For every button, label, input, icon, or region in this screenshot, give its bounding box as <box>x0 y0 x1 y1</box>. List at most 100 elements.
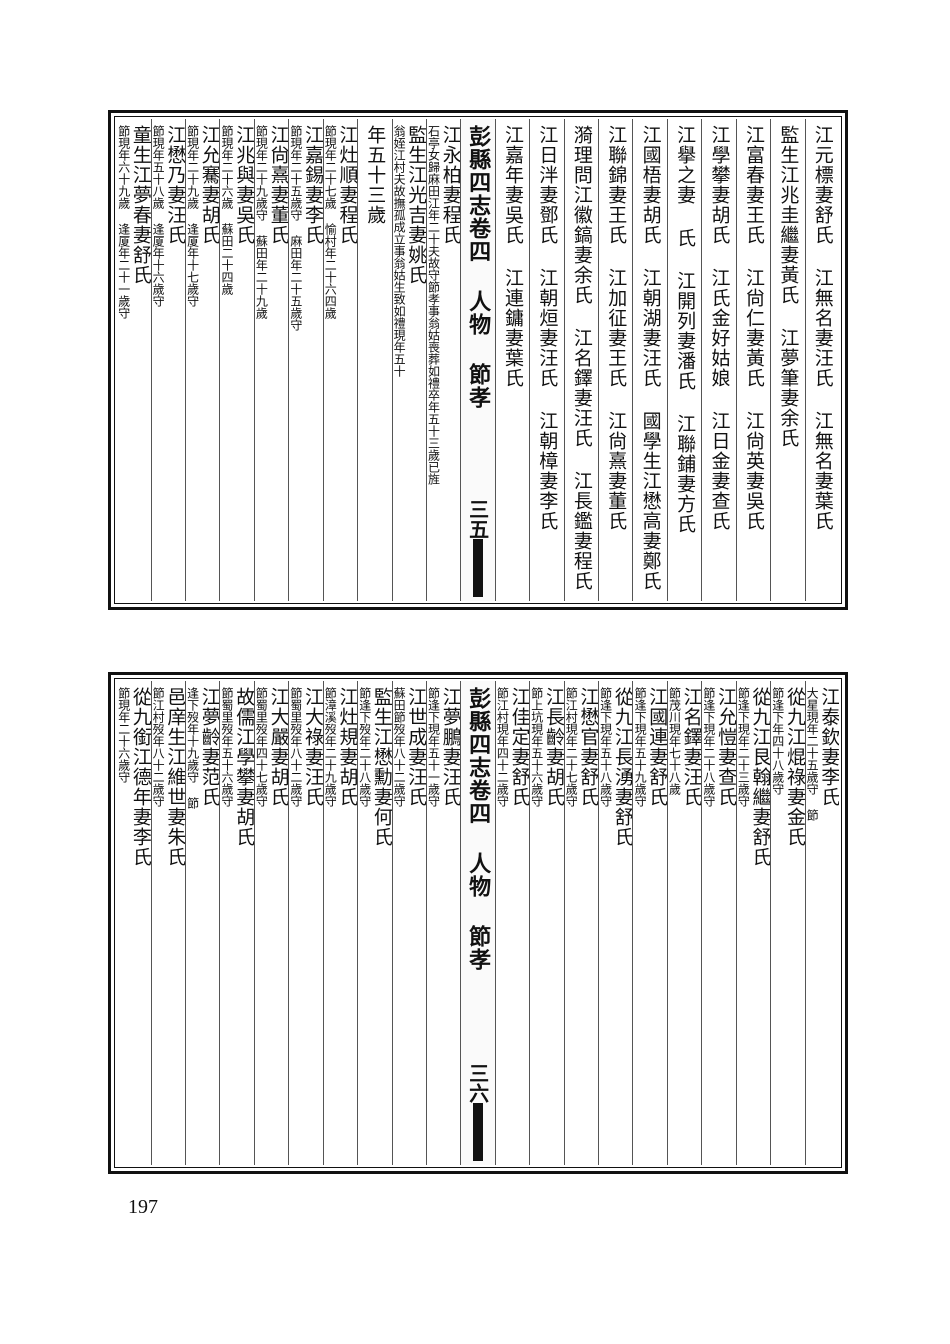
column-entry: 監生江兆圭繼妻黃氏 江夢筆妻余氏 <box>777 125 800 448</box>
center-column-header: 彭縣四志卷四 人物 節孝三五 <box>460 119 495 601</box>
text-column: 江永柏妻程氏石亭女歸麻田江年二十夫故守節孝事翁姑喪葬如禮卒年五十三歲已旌 <box>425 119 460 601</box>
text-column: 江嘉年妻吳氏 江連鏞妻葉氏 <box>494 119 529 601</box>
column-annotation: 節漳溪歿年二十九歲守 <box>323 687 338 807</box>
text-column: 江富春妻王氏 江尙仁妻黃氏 江尙英妻吳氏 <box>735 119 770 601</box>
column-annotation: 節蜀里歿年四十七歲守 <box>254 687 269 807</box>
text-column: 江夢鵬妻汪氏節逢下現年五十一歲守 <box>425 681 461 1165</box>
text-column: 江長齡妻胡氏節上坑現年五十六歲守 <box>529 681 564 1165</box>
column-entry: 江嘉錫妻李氏 <box>302 125 323 245</box>
fish-tail-mark <box>473 1103 484 1161</box>
column-entry: 江聯錦妻王氏 江加征妻王氏 江尙熹妻董氏 <box>605 125 628 531</box>
page-number: 197 <box>128 1196 158 1218</box>
column-entry: 江學攀妻胡氏 江氏金好姑娘 江日金妻查氏 <box>708 125 731 531</box>
fish-tail-mark <box>473 539 484 597</box>
text-column: 年五十三歲 <box>357 119 391 601</box>
text-column: 江國連妻舒氏節逢下現年五十九歲守 <box>632 681 667 1165</box>
column-entry: 江長齡妻胡氏 <box>542 687 564 807</box>
text-column: 江日泮妻鄧氏 江朝烜妻汪氏 江朝樟妻李氏 <box>529 119 563 601</box>
text-column: 監生江兆圭繼妻黃氏 江夢筆妻余氏 <box>770 119 804 601</box>
text-column: 漪理問江徽鎬妻余氏 江名鐸妻汪氏 江長鑑妻程氏 <box>563 119 598 601</box>
text-column: 邑庠生江維世妻朱氏節江村歿年八十二歲守 <box>150 681 185 1165</box>
text-column: 江大嚴妻胡氏節蜀里歿年四十七歲守 <box>253 681 288 1165</box>
text-column: 江夢齡妻范氏逢下歿年十九歲守 節 <box>184 681 220 1165</box>
column-entry: 江懋官妻舒氏 <box>577 687 599 807</box>
column-annotation: 節逢下現年二十八歲守 <box>701 687 716 807</box>
center-column-title: 彭縣四志卷四 人物 節孝 <box>465 125 492 409</box>
column-entry: 江兆與妻吳氏 <box>233 125 254 245</box>
column-annotation: 蘇田節歿年八十二歲守 <box>392 687 407 807</box>
text-column: 江尙熹妻董氏節現年二十九歲守 蘇田年二十九歲 <box>253 119 288 601</box>
column-annotation: 節蜀里歿年五十六歲守 <box>220 687 234 807</box>
folio-number: 三六 <box>465 1063 490 1103</box>
column-annotation: 節現年二十六歲 蘇田二十四歲 <box>220 125 234 295</box>
text-column: 江世成妻汪氏蘇田節歿年八十二歲守 <box>391 681 426 1165</box>
text-column: 故儒江學攀妻胡氏節蜀里歿年五十六歲守 <box>219 681 254 1165</box>
text-column: 江大祿妻汪氏節蜀里歿年八十二歲守 <box>288 681 323 1165</box>
text-column: 從九江艮翰繼妻舒氏節逢下現年二十三歲守 <box>735 681 771 1165</box>
column-entry: 江擧之妻 氏 江開列妻潘氏 江聯鋪妻方氏 <box>674 125 697 534</box>
text-column: 從九江長湧妻舒氏節逢下現年五十八歲守 <box>598 681 632 1165</box>
column-entry: 江佳定妻舒氏 <box>508 687 530 807</box>
column-annotation: 節逢下歿年二十八歲守 <box>357 687 372 807</box>
column-entry: 江允騫妻胡氏 <box>198 125 220 245</box>
column-annotation: 節江村現年四十二歲守 <box>495 687 510 807</box>
column-entry: 江夢鵬妻汪氏 <box>439 687 461 807</box>
column-annotation: 節江村現年二十七歲守 <box>564 687 579 807</box>
column-entry: 從九江焜祿妻金氏 <box>783 687 805 847</box>
column-entry: 從九江長湧妻舒氏 <box>611 687 633 847</box>
text-column: 江灶規妻胡氏節漳溪歿年二十九歲守 <box>322 681 357 1165</box>
column-entry: 江大祿妻汪氏 <box>302 687 323 807</box>
text-column: 江灶順妻程氏節現年二十七歲 愉村年二十六四歲 <box>322 119 358 601</box>
text-column: 江佳定妻舒氏節江村現年四十二歲守 <box>494 681 530 1165</box>
text-column: 江兆與妻吳氏節現年二十六歲 蘇田二十四歲 <box>219 119 254 601</box>
bottom-page-panel: 江泰欽妻李氏大星現年二十五歲守 節從九江焜祿妻金氏節逢下年四十八歲守從九江艮翰繼… <box>108 672 848 1174</box>
column-annotation: 節逢下現年二十三歲守 <box>736 687 751 807</box>
column-entry: 監生江光吉妻姚氏 <box>405 125 426 285</box>
text-column: 童生江夢春妻舒氏節現年六十九歲 逢厦年二十一歲守 <box>117 119 150 601</box>
text-column: 監生江懋勳妻何氏節逢下歿年二十八歲守 <box>357 681 392 1165</box>
text-column: 從九江焜祿妻金氏節逢下年四十八歲守 <box>770 681 805 1165</box>
column-entry: 江富春妻王氏 江尙仁妻黃氏 江尙英妻吳氏 <box>742 125 765 531</box>
column-entry: 從九銜江德年妻李氏 <box>129 687 151 867</box>
column-annotation: 節上坑現年五十六歲守 <box>529 687 544 807</box>
column-annotation: 大星現年二十五歲守 節 <box>805 687 820 821</box>
text-column: 江泰欽妻李氏大星現年二十五歲守 節 <box>804 681 839 1165</box>
text-column: 江擧之妻 氏 江開列妻潘氏 江聯鋪妻方氏 <box>666 119 701 601</box>
column-entry: 江允愷妻查氏 <box>715 687 736 807</box>
text-column: 江元標妻舒氏 江無名妻汪氏 江無名妻葉氏 <box>804 119 839 601</box>
center-column-title: 彭縣四志卷四 人物 節孝 <box>465 687 492 971</box>
text-column: 從九銜江德年妻李氏節現年二十六歲守 <box>117 681 150 1165</box>
column-annotation: 節現年二十五歲守 麻田年二十五歲守 <box>288 125 303 331</box>
column-entry: 江名鐸妻汪氏 <box>680 687 702 807</box>
text-column: 江聯錦妻王氏 江加征妻王氏 江尙熹妻董氏 <box>598 119 632 601</box>
text-column: 江嘉錫妻李氏節現年二十五歲守 麻田年二十五歲守 <box>288 119 323 601</box>
column-entry: 從九江艮翰繼妻舒氏 <box>749 687 771 867</box>
text-column: 江名鐸妻汪氏節茂川現年七十八歲 <box>666 681 702 1165</box>
column-annotation: 節茂川現年七十八歲 <box>667 687 682 795</box>
column-entry: 江國梧妻胡氏 江朝湖妻汪氏 國學生江懋高妻鄭氏 <box>639 125 662 591</box>
column-entry: 江國連妻舒氏 <box>646 687 667 807</box>
column-annotation: 節江村歿年八十二歲守 <box>151 687 166 807</box>
column-annotation: 節現年二十九歲守 蘇田年二十九歲 <box>254 125 269 319</box>
column-annotation: 節現年二十七歲 愉村年二十六四歲 <box>323 125 338 319</box>
text-column: 江允愷妻查氏節逢下現年二十八歲守 <box>701 681 736 1165</box>
column-entry: 江世成妻汪氏 <box>405 687 426 807</box>
text-column: 江允騫妻胡氏節現年二十九歲 逢厦年十七歲守 <box>184 119 220 601</box>
column-entry: 年五十三歲 <box>364 125 387 225</box>
column-entry: 江泰欽妻李氏 <box>818 687 839 807</box>
column-annotation: 節逢下現年五十八歲守 <box>598 687 613 807</box>
column-annotation: 節逢下年四十八歲守 <box>770 687 785 795</box>
column-annotation: 翁姪江村夫故撫孤成立事翁姑生致如禮現年五十 <box>392 125 407 377</box>
column-entry: 童生江夢春妻舒氏 <box>129 125 151 285</box>
column-entry: 江懋乃妻汪氏 <box>164 125 185 245</box>
column-entry: 江夢齡妻范氏 <box>198 687 220 807</box>
column-entry: 邑庠生江維世妻朱氏 <box>164 687 185 867</box>
column-annotation: 節逢下現年五十九歲守 <box>633 687 648 807</box>
column-annotation: 石亭女歸麻田江年二十夫故守節孝事翁姑喪葬如禮卒年五十三歲已旌 <box>426 125 441 485</box>
column-entry: 江嘉年妻吳氏 江連鏞妻葉氏 <box>501 125 524 388</box>
column-entry: 監生江懋勳妻何氏 <box>370 687 392 847</box>
column-entry: 江灶順妻程氏 <box>336 125 358 245</box>
top-page-panel: 江元標妻舒氏 江無名妻汪氏 江無名妻葉氏監生江兆圭繼妻黃氏 江夢筆妻余氏江富春妻… <box>108 110 848 610</box>
top-page-columns: 江元標妻舒氏 江無名妻汪氏 江無名妻葉氏監生江兆圭繼妻黃氏 江夢筆妻余氏江富春妻… <box>117 119 839 601</box>
column-annotation: 節現年二十九歲 逢厦年十七歲守 <box>185 125 200 307</box>
